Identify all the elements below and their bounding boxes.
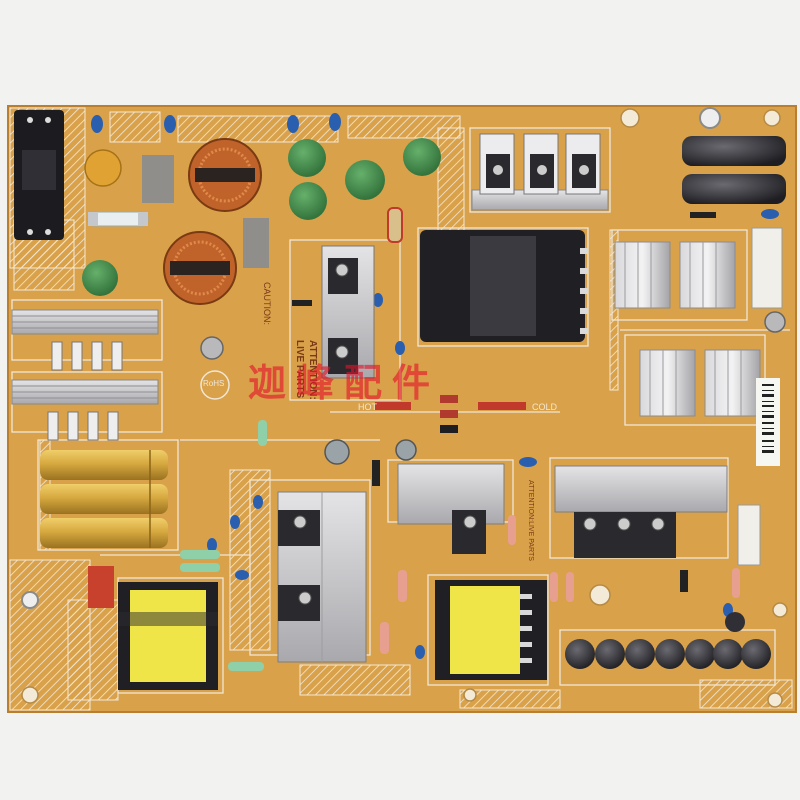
bridge-heatsink — [11, 309, 159, 371]
varistors — [82, 138, 441, 296]
output-connector — [737, 504, 761, 566]
cold-label: COLD — [532, 402, 558, 412]
common-mode-choke — [188, 138, 262, 212]
rohs-text: RoHS — [203, 379, 225, 388]
lower-left-heatsink — [277, 491, 367, 663]
attention-right-text: ATTENTION:LIVE PARTS — [527, 480, 534, 561]
output-transformer — [435, 580, 547, 680]
output-connector — [751, 227, 783, 309]
rohs-mark — [200, 370, 230, 400]
bridge-heatsink — [11, 379, 159, 441]
small-electrolytics — [200, 311, 786, 632]
middle-heatsink — [397, 463, 505, 554]
fuse — [87, 211, 149, 227]
mounting-holes — [14, 107, 788, 708]
standby-transformer — [118, 582, 218, 690]
red-film-capacitor — [88, 566, 114, 608]
ac-input-connector — [14, 110, 64, 240]
hot-cold-strip — [375, 395, 526, 433]
black-cylinder-capacitors — [682, 136, 786, 204]
bulk-capacitors — [40, 450, 168, 548]
right-lower-heatsink — [554, 465, 728, 558]
finned-heatsinks — [614, 241, 761, 417]
x-capacitor — [243, 218, 269, 268]
output-capacitors — [565, 639, 771, 669]
resistors — [180, 207, 740, 671]
watermark-text: 迦峰配件 — [248, 361, 441, 405]
diodes — [292, 212, 716, 592]
yellow-disc-capacitor — [84, 149, 122, 187]
caution-text: CAUTION: — [262, 282, 272, 326]
hot-label: HOT — [358, 402, 377, 412]
x-capacitor — [142, 155, 174, 203]
common-mode-choke — [163, 231, 237, 305]
blue-capacitors — [91, 113, 779, 659]
pcb-edge — [7, 105, 797, 713]
main-transformer — [420, 230, 588, 342]
top-transistor-bracket — [471, 133, 609, 211]
pfc-heatsink — [321, 245, 375, 379]
barcode-label — [756, 378, 780, 466]
